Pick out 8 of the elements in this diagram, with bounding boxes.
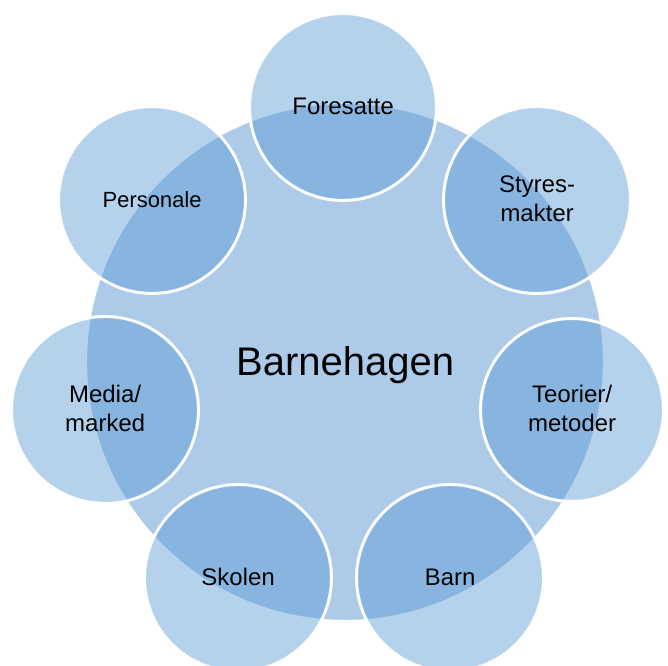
circle-label: Styres- makter	[498, 171, 576, 229]
circle-label: Personale	[101, 186, 203, 214]
circle-label: Teorier/ metoder	[526, 381, 618, 439]
circle-label: Barnehagen	[235, 339, 455, 386]
circle-label: Foresatte	[291, 92, 395, 122]
circle-label: Skolen	[200, 564, 276, 592]
circle-label: Media/ marked	[64, 381, 146, 439]
circle-label: Barn	[424, 564, 476, 592]
